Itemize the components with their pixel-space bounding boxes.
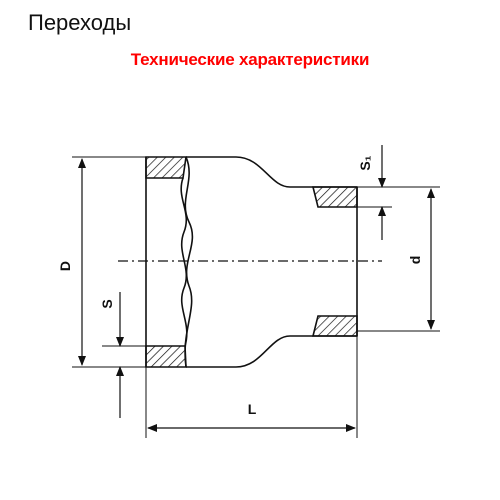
large-wall-bottom-section	[145, 345, 187, 368]
body-outline-top	[186, 156, 357, 188]
dim-L-label: L	[248, 401, 257, 417]
large-wall-top-section	[145, 156, 187, 179]
dim-S1-label: S₁	[357, 155, 373, 170]
page-title: Переходы	[28, 10, 132, 35]
break-line-right	[184, 156, 194, 368]
page-subtitle: Технические характеристики	[130, 50, 370, 69]
small-wall-top-section	[311, 186, 358, 208]
dim-d-label: d	[407, 256, 423, 265]
body-outline-bottom	[186, 335, 357, 368]
break-line-left	[180, 177, 188, 347]
small-wall-bottom-section	[311, 315, 358, 337]
dim-D-label: D	[57, 261, 73, 271]
dim-S-label: S	[99, 299, 115, 308]
